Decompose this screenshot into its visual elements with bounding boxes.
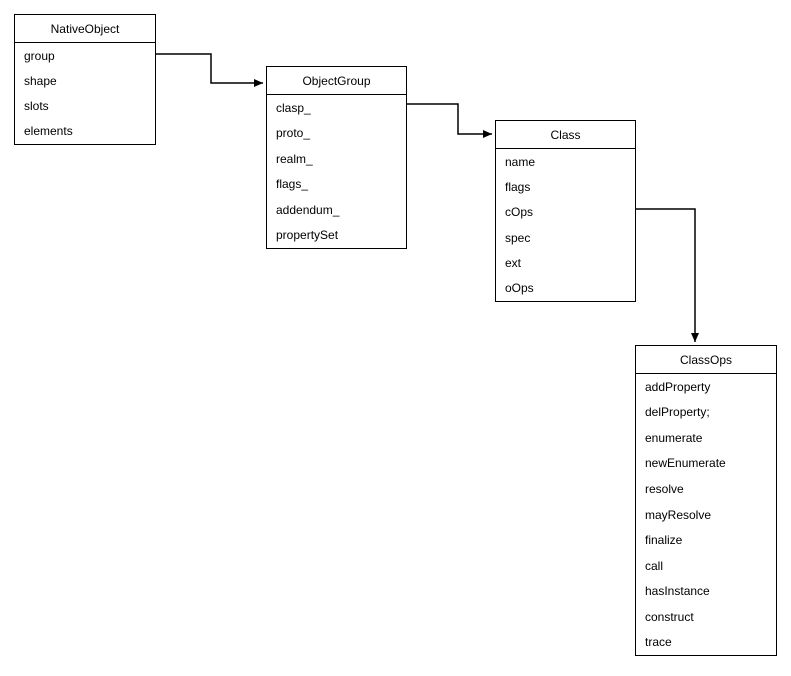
- class-box-field: enumerate: [645, 430, 703, 445]
- class-box-field: delProperty;: [645, 405, 710, 420]
- class-box-field: realm_: [276, 151, 313, 166]
- class-box-object-group: ObjectGroup clasp_ proto_ realm_ flags_adden…: [266, 66, 407, 249]
- class-box-field: elements: [24, 124, 73, 139]
- class-box-field: shape: [24, 73, 57, 88]
- class-box-field: ext: [505, 255, 522, 270]
- class-box-field: resolve: [645, 481, 684, 496]
- class-box-field: propertySet: [276, 228, 339, 243]
- class-box-field: name: [505, 154, 536, 169]
- class-box-field: slots: [24, 99, 49, 114]
- class-box-title: NativeObject: [15, 15, 155, 43]
- edge-class-to-classops: [636, 208, 699, 342]
- edge-nativeobject-to-objectgroup: [156, 53, 263, 87]
- class-box-class: Class name flags cOps spec ext oOps: [495, 120, 636, 302]
- class-box-field: newEnumerate: [645, 456, 726, 471]
- class-box-field: flags: [505, 179, 531, 194]
- class-box-title: ClassOps: [636, 346, 776, 374]
- class-box-field: hasInstance: [645, 584, 710, 599]
- class-box-field: addProperty: [645, 379, 711, 394]
- class-box-field: call: [645, 558, 664, 573]
- class-box-field: construct: [645, 609, 694, 624]
- class-box-field: trace: [645, 635, 672, 650]
- class-box-field: cOps: [505, 205, 534, 220]
- class-box-class-ops: ClassOps addProperty delProperty; enumerate…: [635, 345, 777, 656]
- class-box-field: addendum_: [276, 202, 340, 217]
- class-box-field: spec: [505, 230, 531, 245]
- class-box-title: ObjectGroup: [267, 67, 406, 95]
- class-box-field: oOps: [505, 281, 534, 296]
- class-box-field: proto_: [276, 126, 311, 141]
- edge-objectgroup-to-class: [407, 103, 492, 138]
- class-box-title: Class: [496, 121, 635, 149]
- class-box-field: clasp_: [276, 100, 311, 115]
- class-box-field: group: [24, 48, 55, 63]
- class-box-field: flags_: [276, 177, 309, 192]
- class-box-field: mayResolve: [645, 507, 712, 522]
- class-box-native-object: NativeObject group shape slots elements: [14, 14, 156, 145]
- class-box-field: finalize: [645, 533, 683, 548]
